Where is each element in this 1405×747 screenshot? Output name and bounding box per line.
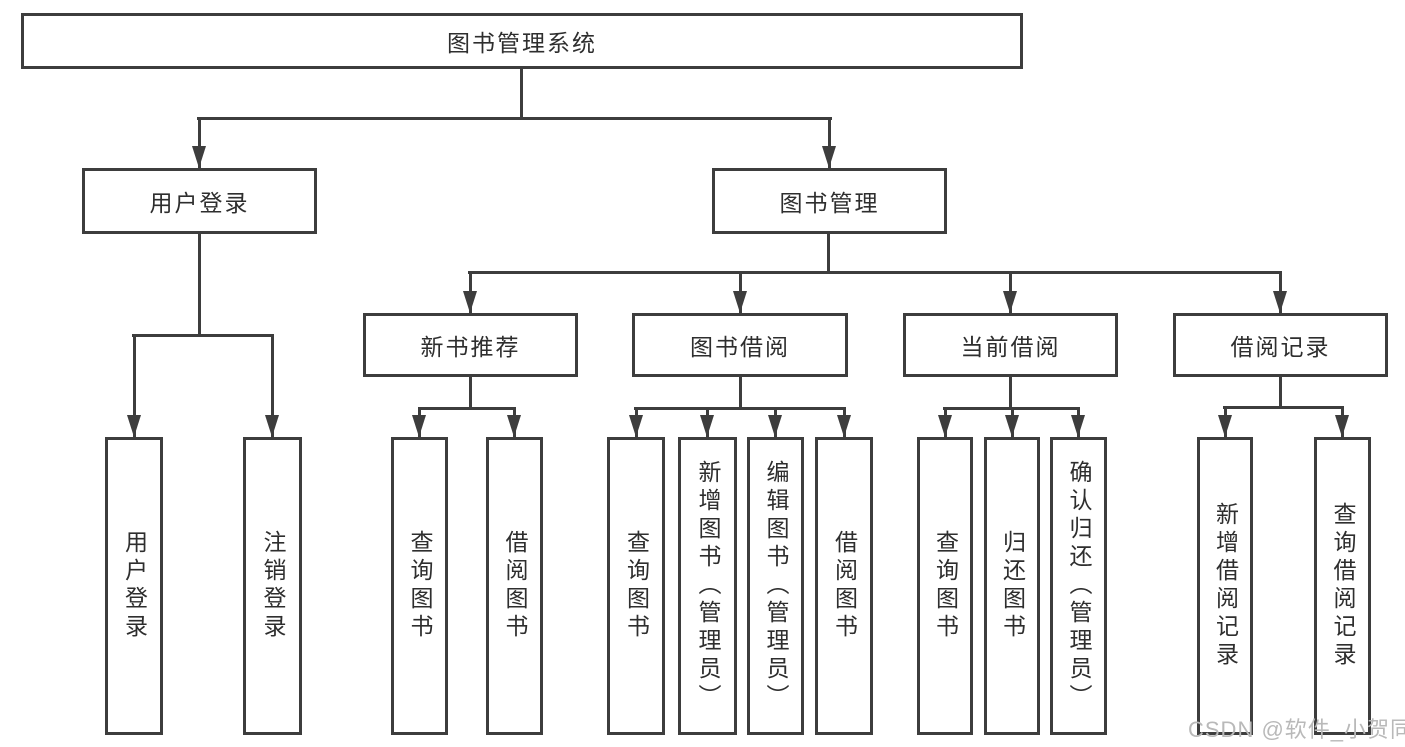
leaf-bb-edit-books-admin: 编辑图书（管理员） [747, 437, 804, 735]
arrow-down-icon [192, 146, 206, 168]
leaf-logout: 注销登录 [243, 437, 302, 735]
arrow-down-icon [837, 415, 851, 437]
leaf-logout-label: 注销登录 [260, 530, 286, 642]
connector-vertical-line [1008, 377, 1012, 408]
connector-arrow-stem [270, 335, 274, 437]
arrow-down-icon [1003, 291, 1017, 313]
leaf-br-add-record: 新增借阅记录 [1197, 437, 1253, 735]
node-new-book-recommend-label: 新书推荐 [420, 334, 521, 360]
node-root-label: 图书管理系统 [447, 30, 597, 56]
node-book-management-label: 图书管理 [779, 190, 880, 216]
arrow-down-icon [1071, 415, 1085, 437]
leaf-bb-query-books: 查询图书 [607, 437, 665, 735]
connector-horizontal-line [132, 333, 274, 337]
arrow-down-icon [507, 415, 521, 437]
leaf-bb-add-books-admin-label: 新增图书（管理员） [695, 460, 721, 712]
leaf-cb-confirm-return-admin: 确认归还（管理员） [1050, 437, 1107, 735]
node-book-management: 图书管理 [712, 168, 947, 234]
arrow-down-icon [1335, 415, 1349, 437]
csdn-watermark: CSDN @软件_小贺同学 [1188, 717, 1405, 742]
leaf-user-login-label: 用户登录 [121, 530, 148, 642]
leaf-cb-return-books-label: 归还图书 [999, 530, 1026, 642]
arrow-down-icon [412, 415, 426, 437]
arrow-down-icon [700, 415, 714, 437]
arrow-down-icon [1218, 415, 1232, 437]
connector-horizontal-line [1223, 405, 1344, 409]
node-borrowing-records: 借阅记录 [1173, 313, 1388, 377]
leaf-rec-query-books: 查询图书 [391, 437, 448, 735]
connector-vertical-line [826, 234, 830, 272]
connector-arrow-stem [132, 335, 136, 437]
leaf-cb-return-books: 归还图书 [984, 437, 1040, 735]
arrow-down-icon [1005, 415, 1019, 437]
arrow-down-icon [768, 415, 782, 437]
node-current-borrowing: 当前借阅 [903, 313, 1118, 377]
connector-vertical-line [197, 233, 201, 335]
connector-vertical-line [738, 377, 742, 408]
connector-vertical-line [1278, 377, 1282, 407]
connector-vertical-line [519, 69, 523, 118]
arrow-down-icon [629, 415, 643, 437]
arrow-down-icon [733, 291, 747, 313]
leaf-cb-query-books-label: 查询图书 [932, 530, 959, 642]
connector-horizontal-line [634, 406, 846, 410]
node-user-login-label: 用户登录 [149, 190, 250, 216]
arrow-down-icon [822, 146, 836, 168]
node-root: 图书管理系统 [21, 13, 1023, 69]
connector-arrow-stem [197, 118, 201, 168]
node-borrowing-records-label: 借阅记录 [1230, 334, 1331, 360]
leaf-cb-confirm-return-admin-label: 确认归还（管理员） [1066, 460, 1092, 712]
leaf-cb-query-books: 查询图书 [917, 437, 973, 735]
leaf-bb-add-books-admin: 新增图书（管理员） [678, 437, 737, 735]
leaf-br-query-record: 查询借阅记录 [1314, 437, 1371, 735]
connector-horizontal-line [468, 270, 1282, 274]
leaf-br-add-record-label: 新增借阅记录 [1212, 502, 1239, 670]
node-new-book-recommend: 新书推荐 [363, 313, 578, 377]
arrow-down-icon [127, 415, 141, 437]
leaf-rec-borrow-books: 借阅图书 [486, 437, 543, 735]
leaf-bb-query-books-label: 查询图书 [623, 530, 650, 642]
node-user-login: 用户登录 [82, 168, 317, 234]
leaf-rec-query-books-label: 查询图书 [407, 530, 433, 642]
node-book-borrowing: 图书借阅 [632, 313, 848, 377]
leaf-bb-borrow-books: 借阅图书 [815, 437, 873, 735]
connector-horizontal-line [418, 406, 516, 410]
connector-horizontal-line [197, 116, 832, 120]
arrow-down-icon [1273, 291, 1287, 313]
node-book-borrowing-label: 图书借阅 [690, 334, 790, 360]
leaf-rec-borrow-books-label: 借阅图书 [502, 530, 528, 642]
connector-arrow-stem [827, 118, 831, 168]
leaf-bb-edit-books-admin-label: 编辑图书（管理员） [763, 460, 789, 712]
leaf-br-query-record-label: 查询借阅记录 [1330, 502, 1356, 670]
connector-vertical-line [468, 377, 472, 408]
arrow-down-icon [265, 415, 279, 437]
leaf-bb-borrow-books-label: 借阅图书 [831, 530, 858, 642]
arrow-down-icon [938, 415, 952, 437]
arrow-down-icon [463, 291, 477, 313]
node-current-borrowing-label: 当前借阅 [960, 334, 1061, 360]
leaf-user-login: 用户登录 [105, 437, 163, 735]
